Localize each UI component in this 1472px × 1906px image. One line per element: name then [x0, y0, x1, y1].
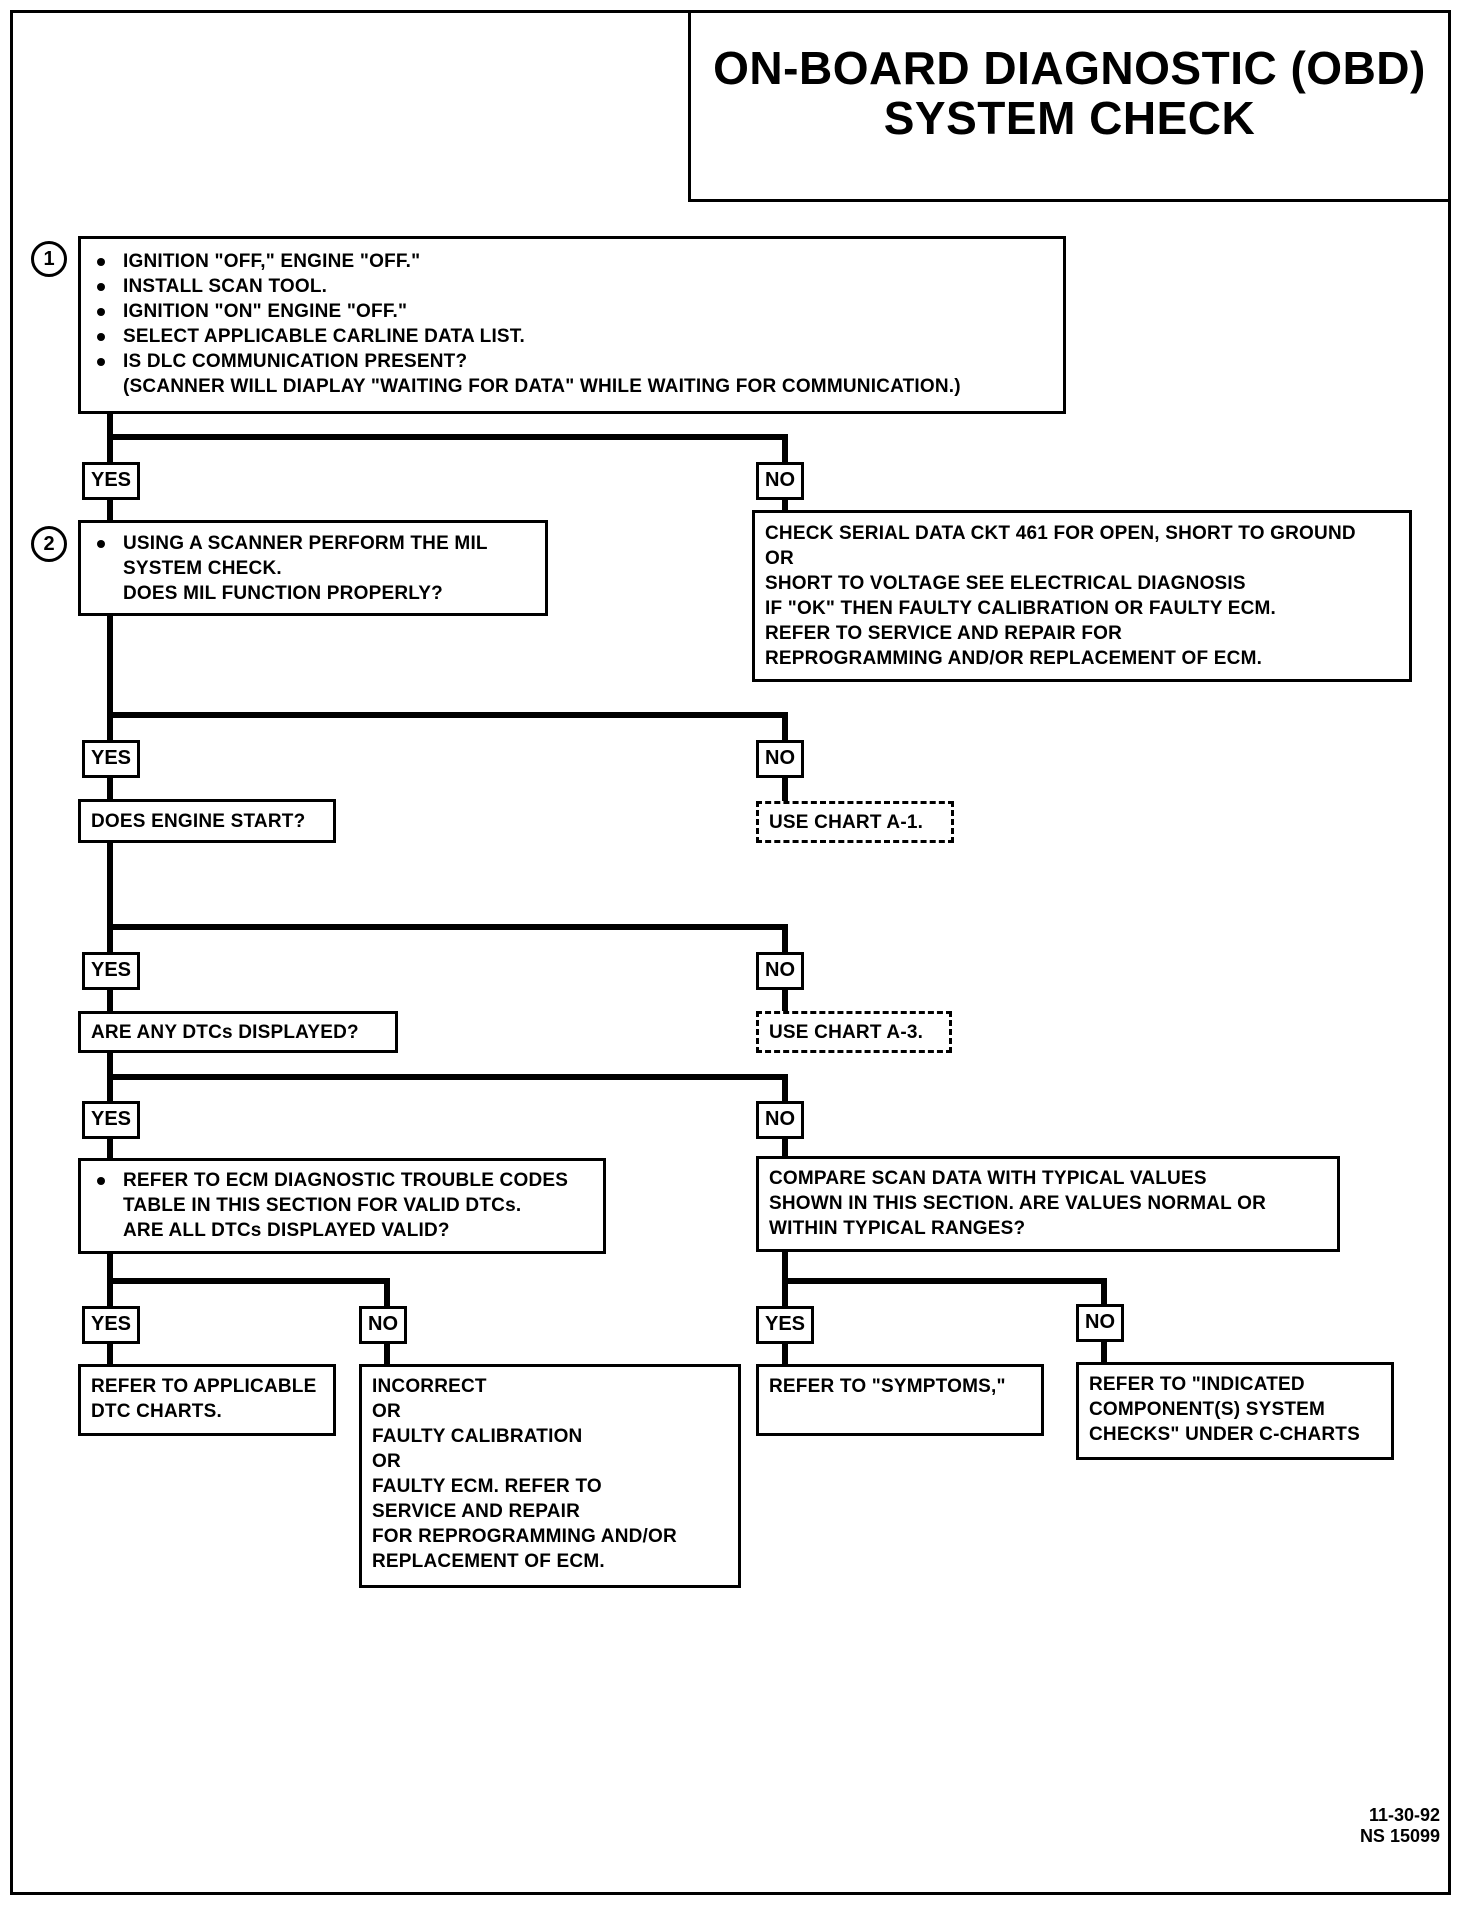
step2-bullet-list: USING A SCANNER PERFORM THE MIL SYSTEM C…	[91, 531, 535, 606]
step1-bullet: SELECT APPLICABLE CARLINE DATA LIST.	[91, 324, 1053, 349]
footer-date: 11-30-92	[1368, 1805, 1440, 1825]
box-line: COMPARE SCAN DATA WITH TYPICAL VALUES	[769, 1168, 1207, 1189]
box-line: REPLACEMENT OF ECM.	[372, 1551, 605, 1572]
box-line: FAULTY ECM. REFER TO	[372, 1476, 602, 1497]
step1-note: (SCANNER WILL DIAPLAY "WAITING FOR DATA"…	[123, 376, 961, 397]
connector-step2-split	[107, 613, 788, 803]
title-line-1: ON-BOARD DIAGNOSTIC (OBD)	[713, 42, 1426, 94]
step1-bullet: INSTALL SCAN TOOL.	[91, 274, 1053, 299]
step-number-2: 2	[31, 526, 67, 562]
connector-ecm-split	[107, 1252, 390, 1366]
ecm-dtc-line: ARE ALL DTCs DISPLAYED VALID?	[123, 1220, 450, 1241]
step-number-1: 1	[31, 241, 67, 277]
box-line: INCORRECT	[372, 1376, 487, 1397]
ecm-dtc-line: REFER TO ECM DIAGNOSTIC TROUBLE CODES	[91, 1168, 593, 1193]
step2-box: USING A SCANNER PERFORM THE MIL SYSTEM C…	[78, 520, 548, 616]
footer-code: NS 15099	[1359, 1826, 1440, 1846]
chart-a1-box: USE CHART A-1.	[756, 801, 954, 843]
box-line: REFER TO APPLICABLE	[91, 1376, 317, 1397]
step1-bullet-list: IGNITION "OFF," ENGINE "OFF." INSTALL SC…	[91, 249, 1053, 399]
incorrect-calibration-box: INCORRECT OR FAULTY CALIBRATION OR FAULT…	[359, 1364, 741, 1588]
box-line: REPROGRAMMING AND/OR REPLACEMENT OF ECM.	[765, 648, 1263, 669]
box-line: SHORT TO VOLTAGE SEE ELECTRICAL DIAGNOSI…	[765, 573, 1246, 594]
box-line: FOR REPROGRAMMING AND/OR	[372, 1526, 677, 1547]
box-line: WITHIN TYPICAL RANGES?	[769, 1218, 1026, 1239]
yes-label-dtcs: YES	[82, 1101, 141, 1139]
step1-box: IGNITION "OFF," ENGINE "OFF." INSTALL SC…	[78, 236, 1066, 414]
no-label-step1: NO	[756, 462, 804, 500]
dtc-charts-box: REFER TO APPLICABLE DTC CHARTS.	[78, 1364, 336, 1436]
yes-label-engine: YES	[82, 952, 141, 990]
connector-compare-split	[782, 1252, 1107, 1366]
engine-start-box: DOES ENGINE START?	[78, 799, 336, 843]
ecm-dtc-table-box: REFER TO ECM DIAGNOSTIC TROUBLE CODES TA…	[78, 1158, 606, 1254]
box-line: SERVICE AND REPAIR	[372, 1501, 581, 1522]
step1-bullet: IS DLC COMMUNICATION PRESENT?	[91, 349, 1053, 374]
ecm-dtc-list: REFER TO ECM DIAGNOSTIC TROUBLE CODES TA…	[91, 1168, 593, 1243]
box-line: DTC CHARTS.	[91, 1401, 222, 1422]
no-label-ecm: NO	[359, 1306, 407, 1344]
ecm-dtc-line: TABLE IN THIS SECTION FOR VALID DTCs.	[123, 1195, 522, 1216]
step1-bullet: IGNITION "OFF," ENGINE "OFF."	[91, 249, 1053, 274]
title-line-2: SYSTEM CHECK	[883, 92, 1256, 144]
step2-line: SYSTEM CHECK.	[123, 558, 282, 579]
box-line: CHECK SERIAL DATA CKT 461 FOR OPEN, SHOR…	[765, 523, 1356, 544]
step2-line: USING A SCANNER PERFORM THE MIL	[91, 531, 535, 556]
yes-label-step1: YES	[82, 462, 141, 500]
no-label-engine: NO	[756, 952, 804, 990]
no-label-compare: NO	[1076, 1304, 1124, 1342]
step1-bullet: IGNITION "ON" ENGINE "OFF."	[91, 299, 1053, 324]
box-line: REFER TO "INDICATED	[1089, 1374, 1305, 1395]
document-footer: 11-30-92 NS 15099	[1330, 1805, 1440, 1847]
box-line: OR	[372, 1401, 401, 1422]
box-line: FAULTY CALIBRATION	[372, 1426, 583, 1447]
connector-step1-split	[107, 413, 788, 520]
no-label-dtcs: NO	[756, 1101, 804, 1139]
box-line: OR	[765, 548, 794, 569]
yes-label-ecm: YES	[82, 1306, 141, 1344]
no-communication-box: CHECK SERIAL DATA CKT 461 FOR OPEN, SHOR…	[752, 510, 1412, 682]
yes-label-compare: YES	[756, 1306, 815, 1344]
box-line: COMPONENT(S) SYSTEM	[1089, 1399, 1326, 1420]
title-box: ON-BOARD DIAGNOSTIC (OBD) SYSTEM CHECK	[688, 10, 1451, 202]
box-line: IF "OK" THEN FAULTY CALIBRATION OR FAULT…	[765, 598, 1277, 619]
chart-a3-box: USE CHART A-3.	[756, 1011, 952, 1053]
box-line: SHOWN IN THIS SECTION. ARE VALUES NORMAL…	[769, 1193, 1266, 1214]
component-checks-box: REFER TO "INDICATED COMPONENT(S) SYSTEM …	[1076, 1362, 1394, 1460]
yes-label-step2: YES	[82, 740, 141, 778]
no-label-step2: NO	[756, 740, 804, 778]
box-line: OR	[372, 1451, 401, 1472]
symptoms-box: REFER TO "SYMPTOMS,"	[756, 1364, 1044, 1436]
step2-line: DOES MIL FUNCTION PROPERLY?	[123, 583, 443, 604]
connector-engine-split	[107, 841, 788, 1013]
dtcs-displayed-box: ARE ANY DTCs DISPLAYED?	[78, 1011, 398, 1053]
compare-scan-box: COMPARE SCAN DATA WITH TYPICAL VALUES SH…	[756, 1156, 1340, 1252]
box-line: REFER TO SERVICE AND REPAIR FOR	[765, 623, 1123, 644]
connector-dtcs-split	[107, 1051, 788, 1160]
box-line: CHECKS" UNDER C-CHARTS	[1089, 1424, 1360, 1445]
